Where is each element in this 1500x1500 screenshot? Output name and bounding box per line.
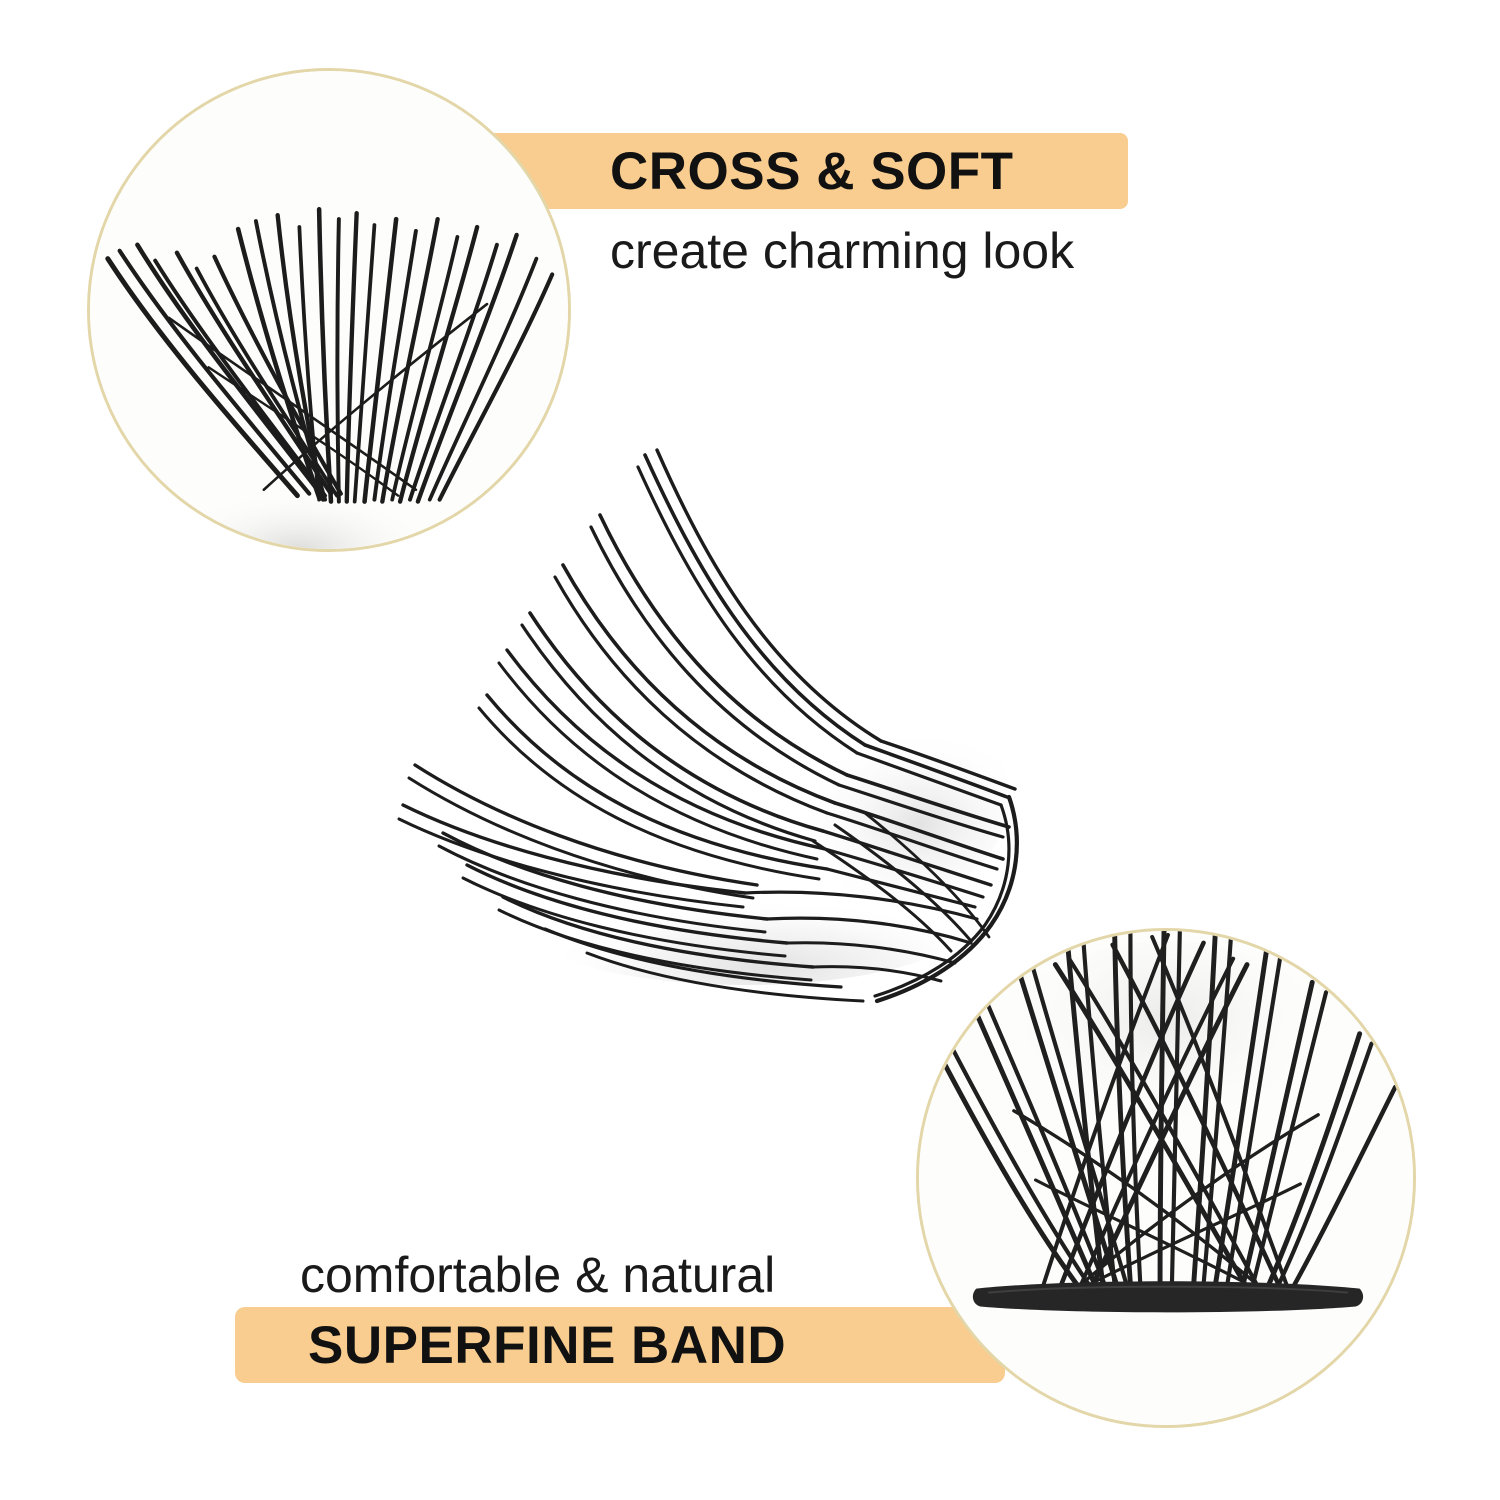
feature-banner-label: CROSS & SOFT xyxy=(610,141,1014,201)
feature-banner-label: SUPERFINE BAND xyxy=(308,1315,787,1375)
hero-eyelash-strip xyxy=(395,445,1035,1005)
feature-caption-superfine-band: comfortable & natural xyxy=(300,1247,776,1303)
inset-circle-lash-band xyxy=(916,928,1416,1428)
lash-band-strip xyxy=(972,1281,1364,1313)
feature-caption-cross-soft: create charming look xyxy=(610,223,1075,279)
inset-circle-lash-tips xyxy=(87,68,571,552)
feature-banner-superfine-band: SUPERFINE BAND xyxy=(235,1307,1005,1383)
